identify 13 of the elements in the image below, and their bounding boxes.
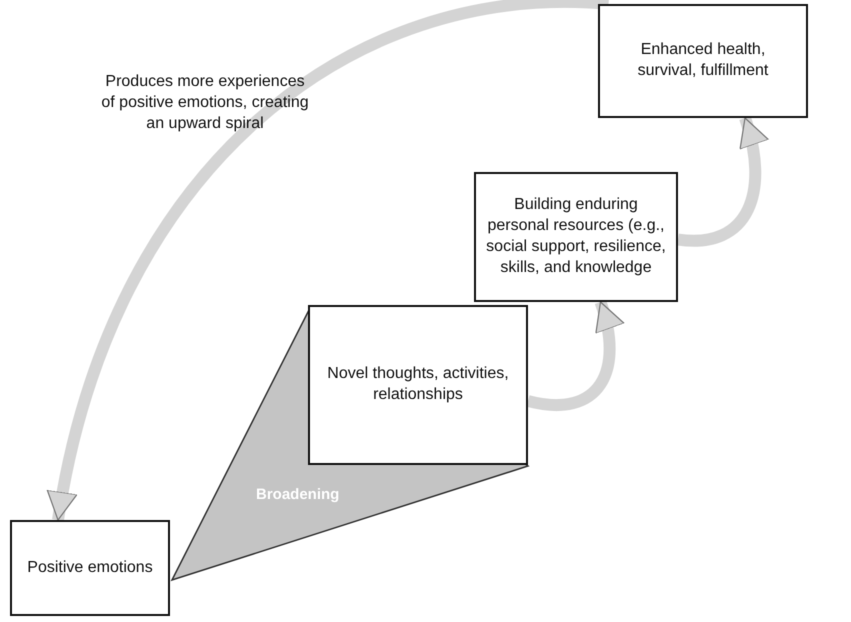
curved-arrow [526, 300, 624, 411]
text-box [598, 4, 808, 118]
box-text: Building enduring personal resources (e.g., social support, resilience, skills, and knowledge [486, 195, 666, 278]
box-text: Enhanced health, survival, fulfillment [636, 40, 770, 81]
curved-arrow [678, 116, 768, 247]
edge-label: Produces more experiences of positive emotions, creating an upward spiral [100, 72, 310, 134]
curved-arrow [48, 0, 609, 522]
text-box [474, 172, 678, 302]
box-text: Novel thoughts, activities, relationships [326, 364, 510, 405]
text-box [10, 520, 170, 616]
wedge-text: Broadening [256, 486, 340, 503]
box-text: Positive emotions [27, 558, 153, 578]
text-box [308, 305, 528, 465]
